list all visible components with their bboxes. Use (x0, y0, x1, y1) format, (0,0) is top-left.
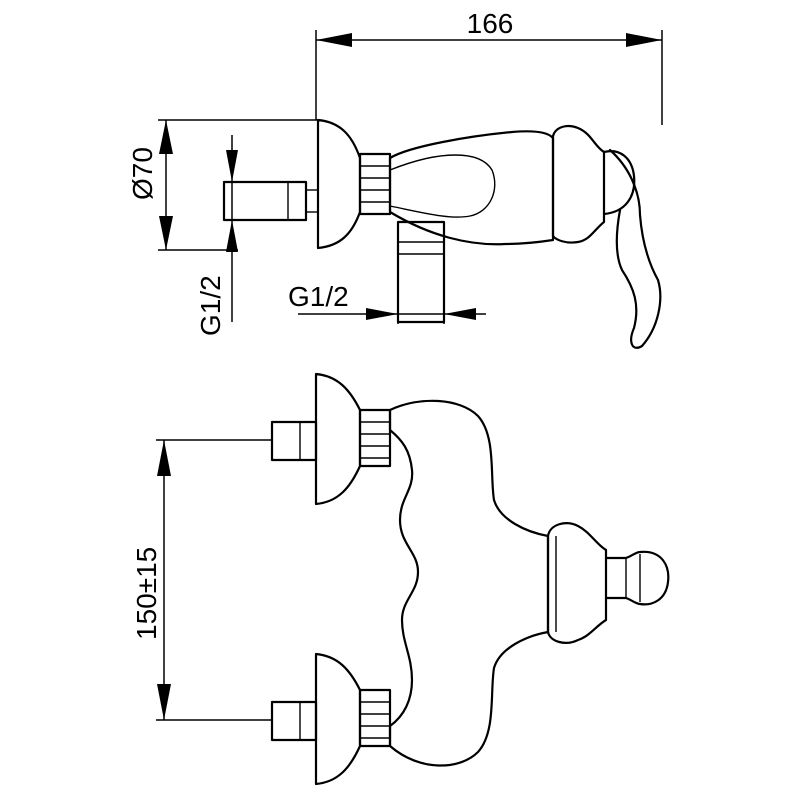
side-view-body (388, 130, 555, 246)
side-view-outlet-pipe (396, 220, 446, 324)
front-view-knob (604, 550, 670, 606)
dimension-spacing-label: 150±15 (131, 547, 162, 640)
front-view-body (388, 399, 550, 767)
front-view-upper-flange (314, 372, 362, 506)
side-view-cap (551, 125, 606, 244)
dimension-width-label: 166 (467, 8, 514, 39)
front-view-cap (546, 522, 608, 644)
side-view-wall-flange (316, 118, 362, 250)
side-view-lever-handle (608, 148, 662, 349)
dimension-thread-bottom: G1/2 (288, 281, 486, 324)
front-view-lower-flange (314, 652, 362, 786)
front-view-lower-connector (270, 700, 318, 742)
side-view-wall-connector (222, 180, 318, 222)
dimension-spacing: 150±15 (131, 439, 272, 721)
dimension-diameter: Ø70 (127, 119, 318, 251)
side-view-hex-nut (358, 152, 392, 216)
dimension-diameter-label: Ø70 (127, 147, 158, 200)
side-view (222, 118, 662, 349)
dimension-thread-side-label: G1/2 (195, 275, 226, 336)
dimension-width: 166 (315, 8, 663, 125)
side-view-knob (602, 150, 636, 216)
front-view (270, 372, 670, 786)
front-view-upper-hex-nut (358, 408, 392, 468)
front-view-upper-connector (270, 420, 318, 462)
dimension-thread-bottom-label: G1/2 (288, 281, 349, 312)
front-view-lower-hex-nut (358, 688, 392, 748)
dimension-thread-side: G1/2 (195, 135, 238, 336)
side-view-spout-curve (389, 154, 496, 218)
